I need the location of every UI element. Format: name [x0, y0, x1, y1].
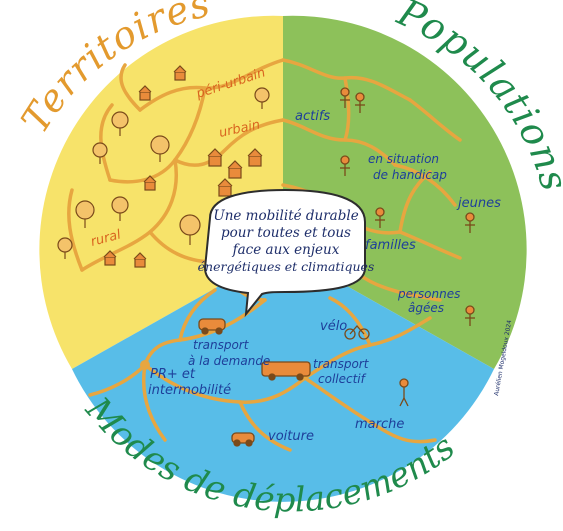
bicycle-icon: [344, 325, 370, 340]
pedestrian-icon: [399, 378, 409, 407]
tree-icon: [57, 237, 73, 259]
person-icon: [340, 155, 350, 176]
label-voiture: voiture: [268, 429, 314, 444]
modes-labels: transport à la demande vélo transport co…: [148, 319, 404, 444]
populations-illustrations: [340, 87, 475, 326]
territoires-illustrations: [57, 65, 270, 268]
tree-icon: [75, 200, 95, 228]
house-icon: [143, 175, 157, 191]
label-velo: vélo: [320, 319, 347, 334]
house-icon: [138, 85, 152, 101]
person-icon: [340, 87, 350, 108]
house-icon: [207, 148, 223, 167]
house-icon: [217, 178, 233, 197]
center-line-2: pour toutes et tous: [221, 225, 351, 241]
center-line-4: énergétiques et climatiques: [198, 259, 375, 274]
populations-labels: actifs en situation de handicap jeunes f…: [295, 109, 501, 315]
label-marche: marche: [355, 417, 404, 432]
tree-icon: [150, 135, 170, 162]
label-tad-line2: à la demande: [188, 354, 270, 368]
modes-illustrations: [140, 318, 409, 447]
label-tc-line1: transport: [313, 357, 370, 371]
person-icon: [465, 212, 475, 233]
center-line-3: face aux enjeux: [232, 242, 340, 258]
bus-icon: [261, 361, 311, 381]
label-actifs: actifs: [295, 109, 330, 124]
house-icon: [173, 65, 187, 81]
interchange-dot: [140, 360, 150, 370]
label-jeunes: jeunes: [456, 196, 501, 211]
house-icon: [133, 252, 147, 268]
center-speech-bubble: Une mobilité durable pour toutes et tous…: [198, 188, 375, 318]
house-icon: [247, 148, 263, 167]
tree-icon: [111, 111, 129, 136]
label-pr-line2: intermobilité: [148, 383, 231, 398]
label-agees-line1: personnes: [397, 287, 460, 301]
label-tad-line1: transport: [193, 338, 250, 352]
label-familles: familles: [365, 238, 416, 253]
person-icon: [465, 305, 475, 326]
car-icon: [198, 318, 226, 335]
person-icon: [355, 92, 365, 113]
center-line-1: Une mobilité durable: [213, 208, 358, 224]
tree-icon: [179, 214, 201, 245]
house-icon: [227, 160, 243, 179]
label-agees-line2: âgées: [408, 301, 444, 315]
label-tc-line2: collectif: [318, 372, 367, 386]
person-icon: [375, 207, 385, 228]
label-handicap-line1: en situation: [368, 152, 439, 166]
label-pr-line1: PR+ et: [150, 367, 196, 382]
label-handicap-line2: de handicap: [373, 168, 447, 182]
tree-icon: [92, 142, 108, 164]
car-icon: [231, 432, 255, 447]
house-icon: [103, 250, 117, 266]
tree-icon: [111, 196, 129, 221]
tree-icon: [254, 87, 270, 109]
